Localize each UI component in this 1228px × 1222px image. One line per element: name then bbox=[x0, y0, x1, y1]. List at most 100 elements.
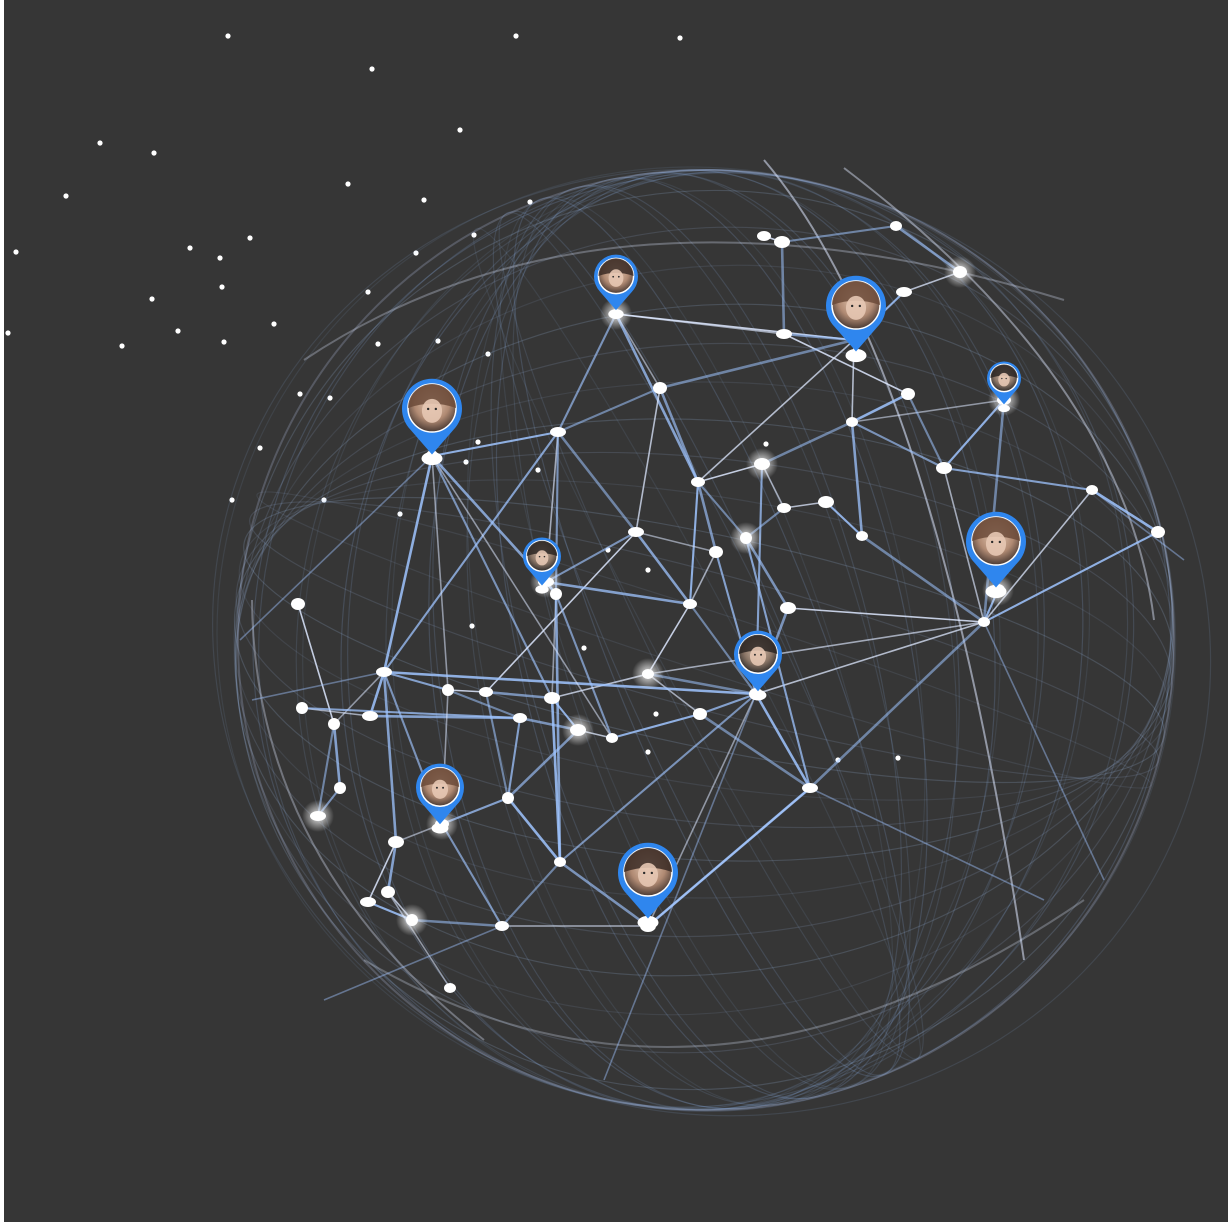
star bbox=[535, 467, 541, 473]
star bbox=[485, 351, 491, 357]
network-link bbox=[754, 693, 812, 789]
network-node bbox=[740, 532, 752, 544]
network-link bbox=[1091, 488, 1159, 534]
network-node bbox=[890, 221, 902, 231]
parallel-arc bbox=[233, 381, 1175, 899]
parallel-arc bbox=[234, 189, 1174, 1091]
star bbox=[221, 339, 227, 345]
pin-user-2[interactable] bbox=[826, 275, 886, 363]
network-nodes bbox=[291, 221, 1165, 993]
meridian-arc bbox=[512, 185, 911, 1090]
globe-meridians bbox=[212, 159, 1212, 1117]
star bbox=[421, 197, 427, 203]
network-link bbox=[506, 717, 522, 799]
network-link bbox=[850, 421, 864, 537]
star bbox=[645, 749, 651, 755]
network-node bbox=[901, 388, 915, 400]
avatar-hair bbox=[408, 384, 456, 408]
pin-anchor-node bbox=[845, 348, 867, 363]
network-node bbox=[757, 231, 771, 241]
network-link bbox=[332, 723, 342, 789]
network-node bbox=[606, 733, 618, 743]
network-link bbox=[431, 455, 553, 699]
star bbox=[271, 321, 277, 327]
network-node bbox=[554, 857, 566, 867]
star bbox=[149, 296, 155, 302]
network-node bbox=[774, 236, 790, 248]
network-link bbox=[781, 224, 897, 244]
network-link bbox=[635, 387, 661, 533]
network-link bbox=[647, 621, 985, 675]
pin-user-1[interactable] bbox=[594, 254, 638, 319]
meridian-arc bbox=[363, 899, 1085, 1048]
star bbox=[413, 250, 419, 256]
star bbox=[653, 711, 659, 717]
star bbox=[375, 341, 381, 347]
star bbox=[397, 511, 403, 517]
network-link bbox=[383, 431, 559, 673]
network-node bbox=[495, 921, 509, 931]
avatar-face bbox=[421, 398, 443, 423]
meridian-arc bbox=[512, 197, 910, 1077]
user-location-pins[interactable] bbox=[402, 254, 1026, 930]
avatar-face bbox=[608, 269, 624, 287]
parallel-arc bbox=[235, 264, 1173, 1016]
network-link bbox=[688, 481, 700, 605]
network-link bbox=[851, 392, 909, 424]
star bbox=[219, 284, 225, 290]
network-link bbox=[367, 841, 397, 903]
meridian-arc bbox=[303, 241, 1065, 361]
network-link bbox=[614, 313, 700, 483]
globe-outline bbox=[237, 169, 1175, 1111]
network-link bbox=[297, 603, 335, 725]
network-link bbox=[545, 580, 691, 606]
network-node bbox=[444, 983, 456, 993]
pin-user-4[interactable] bbox=[402, 378, 462, 466]
star bbox=[63, 193, 69, 199]
network-link bbox=[611, 712, 701, 740]
star bbox=[217, 255, 223, 261]
avatar-eye bbox=[538, 555, 541, 558]
pin-user-7[interactable] bbox=[734, 630, 783, 701]
network-link bbox=[783, 333, 909, 395]
network-node bbox=[693, 708, 707, 720]
network-link bbox=[861, 534, 985, 624]
network-node bbox=[896, 287, 912, 297]
pin-user-3[interactable] bbox=[987, 361, 1021, 413]
network-link bbox=[780, 241, 786, 335]
network-link bbox=[634, 531, 692, 605]
network-node bbox=[513, 713, 527, 723]
meridian-arc bbox=[843, 167, 1155, 621]
network-link bbox=[383, 670, 757, 696]
star bbox=[247, 235, 253, 241]
network-node bbox=[442, 684, 454, 696]
star bbox=[457, 127, 463, 133]
pin-anchor-node bbox=[998, 404, 1010, 413]
pin-anchor-node bbox=[535, 585, 549, 594]
pin-user-8[interactable] bbox=[416, 763, 465, 834]
star bbox=[895, 755, 901, 761]
network-link bbox=[659, 338, 855, 390]
meridian-arc bbox=[466, 171, 958, 1106]
network-node bbox=[334, 782, 346, 794]
meridian-arc bbox=[391, 169, 1001, 1111]
pin-user-6[interactable] bbox=[965, 511, 1026, 599]
network-node bbox=[406, 914, 418, 926]
network-link bbox=[382, 671, 398, 843]
network-link bbox=[382, 455, 434, 673]
network-link bbox=[501, 861, 561, 927]
pin-user-5[interactable] bbox=[523, 537, 561, 594]
star bbox=[677, 35, 683, 41]
parallel-arc bbox=[243, 496, 1165, 784]
pin-user-9[interactable] bbox=[618, 842, 678, 930]
network-link bbox=[1091, 489, 1185, 561]
network-link bbox=[787, 607, 985, 623]
network-node bbox=[856, 531, 868, 541]
network-link bbox=[431, 455, 613, 739]
network-link bbox=[507, 729, 579, 799]
network-node bbox=[502, 792, 514, 804]
avatar-hair bbox=[598, 258, 634, 276]
network-link bbox=[557, 387, 661, 433]
network-node bbox=[846, 417, 858, 427]
network-node bbox=[1151, 526, 1165, 538]
